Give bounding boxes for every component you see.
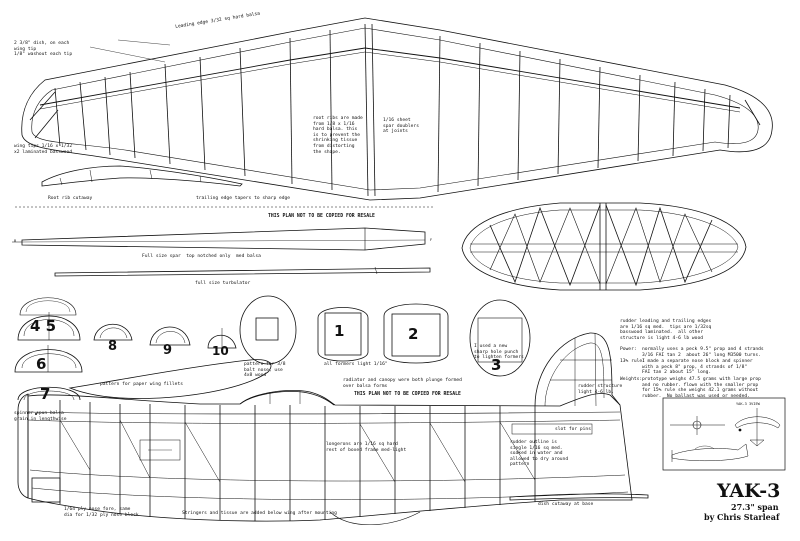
weights-label: Weights: <box>620 377 643 382</box>
note-rudder-structure: rudder structure light 4-6 lb. <box>578 384 623 395</box>
note-stringers: Stringers and tissue are added below win… <box>182 511 337 516</box>
turbulator <box>54 266 431 277</box>
note-rudder-outline: rudder outline is single 1/16 sq med. so… <box>510 440 569 468</box>
root-rib-cutaway <box>41 165 243 187</box>
note-full-size-spar: Full size spar top notched only med bals… <box>142 254 261 259</box>
note-trailing-edge: trailing edge tapers to sharp edge <box>196 196 291 201</box>
note-ply-nose: 1/64 ply nose fore, same dia for 1/32 pl… <box>64 507 139 518</box>
note-spinner: spinner spun balsa grain in lengthwise <box>14 411 67 422</box>
thumbnail-spinner-mark <box>738 428 742 432</box>
former-number-6: 6 <box>36 355 47 373</box>
wing-fillet-pattern <box>68 359 272 399</box>
full-size-spar <box>12 227 426 251</box>
thumbnail-caption: YAK-3 3VIEW <box>736 402 760 406</box>
former-number-3: 3 <box>491 356 502 374</box>
note-all-formers: all formers light 1/16" <box>324 362 388 367</box>
fuselage-pin-mark <box>35 413 37 415</box>
wing-planform <box>21 17 773 201</box>
former-number-10: 10 <box>212 344 229 358</box>
plan-title: YAK-3 <box>717 480 781 502</box>
former-number-4-5: 4 5 <box>30 317 57 335</box>
spar-mark-right: F <box>430 238 433 242</box>
former-number-9: 9 <box>163 343 173 358</box>
note-pattern-nose: pattern for 3/8 balt nose, use 4x8 wood <box>244 362 286 379</box>
note-pattern-fillets: pattern for paper wing fillets <box>100 382 183 387</box>
note-sharp-hole: I used a new sharp hole punch to lighten… <box>474 344 524 361</box>
dish-cutaway <box>509 493 649 501</box>
rudder-fin <box>534 332 621 407</box>
note-root-ribs: root ribs are made from 1/8 x 1/16 hard … <box>313 116 363 155</box>
note-sheet-spar: 1/16 sheet spar doublers at joints <box>383 118 419 135</box>
note-radiator: radiator and canopy were both plunge for… <box>343 378 462 389</box>
stabilizer-planform <box>461 202 747 291</box>
fuselage-side-view <box>17 390 633 526</box>
note-wing-tip-dish: 2 3/8" dish, on each wing tip 1/8" washo… <box>14 41 73 58</box>
three-view-thumbnail <box>662 397 786 471</box>
note-warning-mid: THIS PLAN NOT TO BE COPIED FOR RESALE <box>354 392 461 397</box>
rule-label: 13% rule: <box>620 359 645 364</box>
note-dish-cutaway: dish cutaway at base <box>538 502 594 507</box>
note-slot-pins: slot for pins <box>555 427 591 432</box>
power-label: Power: <box>620 347 637 352</box>
note-rudder-edges: rudder leading and trailing edges are 1/… <box>620 319 712 341</box>
power-text: normally uses a peck 9.5" prop and 4 str… <box>642 347 764 358</box>
note-longerons: longerons are 1/16 sq hard rest of boxed… <box>326 442 407 453</box>
note-warning-top: THIS PLAN NOT TO BE COPIED FOR RESALE <box>268 214 375 219</box>
plan-author: by Chris Starleaf <box>704 512 780 522</box>
formers <box>14 295 531 401</box>
rule-text: I made a separate nose block and spinner… <box>642 359 753 376</box>
note-wing-tips: wing tips 1/16 x 1/32 x2 laminated bassw… <box>14 144 73 155</box>
former-number-2: 2 <box>408 325 419 343</box>
former-number-1: 1 <box>334 322 345 340</box>
note-turbulator: full size turbulator <box>195 281 251 286</box>
former-number-8: 8 <box>108 339 118 354</box>
former-number-7: 7 <box>40 385 51 403</box>
weights-text: prototype weighs 47.5 grams with large p… <box>642 377 761 399</box>
plan-span: 27.3" span <box>731 502 779 512</box>
note-root-rib-cutaway: Root rib cutaway <box>48 196 93 201</box>
spar-mark-left: B <box>14 239 17 243</box>
